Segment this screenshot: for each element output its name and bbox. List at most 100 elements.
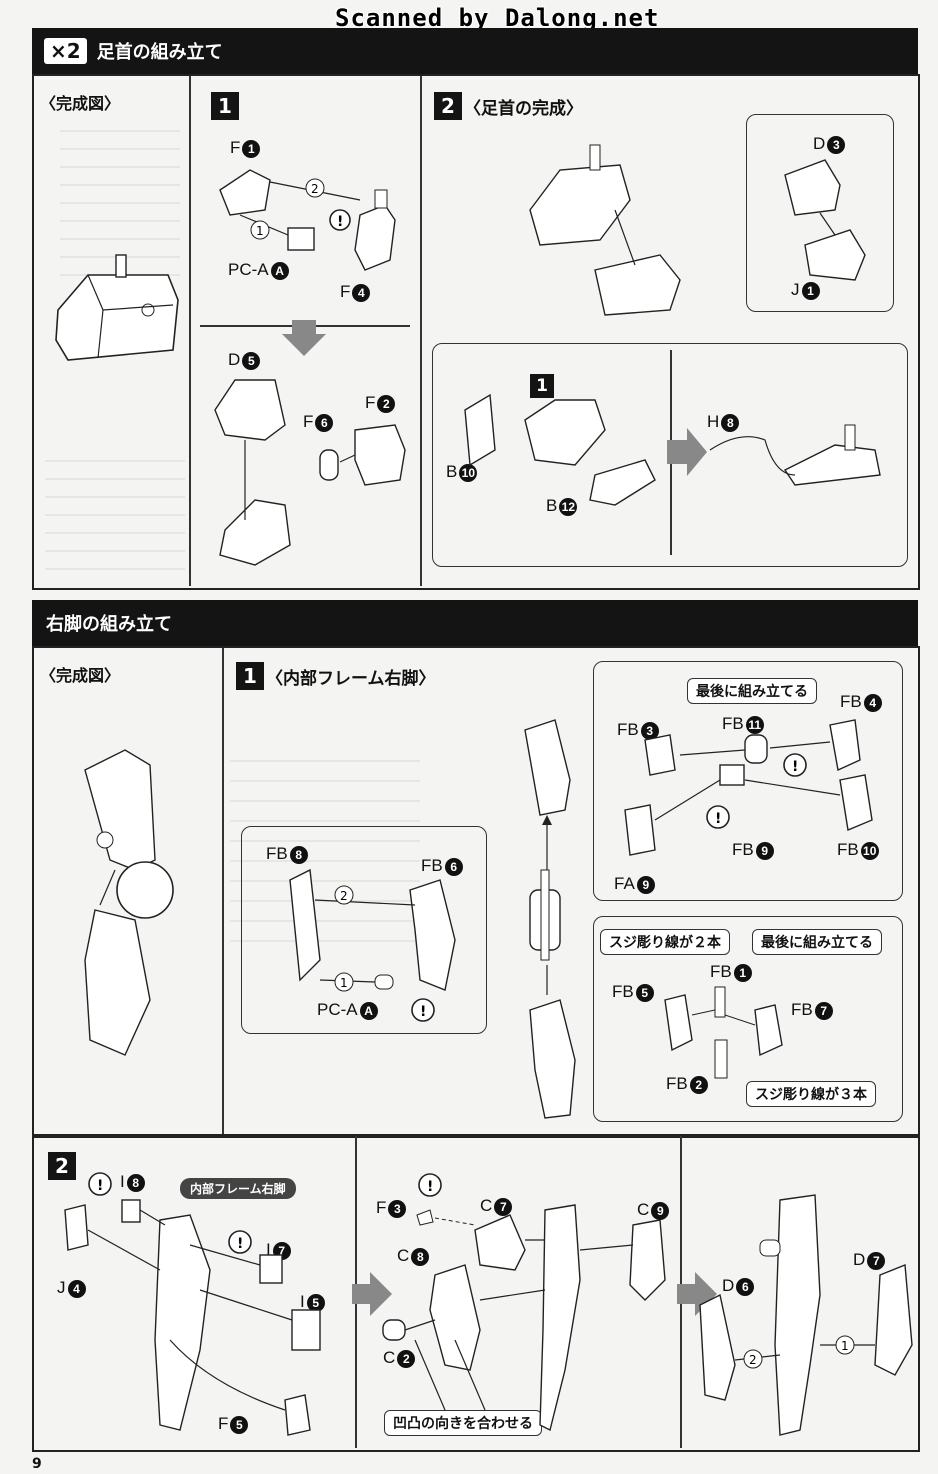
step2-frame-illustration: ! !	[64, 1172, 321, 1436]
inner-frame-tag: 内部フレーム右脚	[180, 1178, 296, 1199]
step-title: 〈足首の完成〉	[464, 99, 583, 119]
step2-cover-illustration: !	[382, 1173, 666, 1432]
complete-label: 〈完成図〉	[40, 666, 121, 685]
svg-text:!: !	[792, 759, 798, 775]
inset-hip-illustration	[664, 986, 783, 1079]
divider	[189, 76, 191, 586]
step2-final-illustration: 2 1	[699, 1194, 913, 1436]
complete-label: 〈完成図〉	[40, 94, 121, 113]
step-number: 2	[48, 1152, 76, 1180]
svg-text:2: 2	[311, 182, 319, 196]
section-title: 足首の組み立て	[96, 42, 223, 63]
inset-knee-parts	[593, 661, 903, 901]
callout-groove-two: スジ彫り線が２本	[600, 929, 730, 955]
svg-text:!: !	[420, 1004, 426, 1020]
step-number: 1	[530, 374, 554, 398]
section-right-leg-header: 右脚の組み立て	[32, 600, 918, 646]
inset-hip-parts	[593, 916, 903, 1122]
svg-text:1: 1	[256, 224, 264, 238]
divider	[420, 76, 422, 586]
inset-fb8-fb6-illustration: 2 1 !	[289, 868, 456, 1022]
callout-assemble-last: 最後に組み立てる	[752, 929, 882, 955]
step-number: 1	[211, 92, 239, 120]
inset-parts-d3-j1	[746, 114, 894, 312]
watermark: Scanned by Dalong.net	[335, 4, 660, 32]
right-arrow-icon	[677, 1272, 717, 1316]
step-number: 2	[434, 92, 462, 120]
inner-frame-column-illustration	[524, 719, 576, 1119]
ankle-complete-illustration	[55, 254, 179, 361]
svg-text:!: !	[337, 214, 343, 230]
svg-text:2: 2	[749, 1353, 757, 1367]
svg-text:2: 2	[340, 889, 348, 903]
bleed-through	[230, 760, 420, 960]
svg-text:1: 1	[841, 1339, 849, 1353]
inset-assembly-illustration	[464, 393, 881, 506]
inset-fb8-fb6	[241, 826, 487, 1034]
svg-text:!: !	[715, 811, 721, 827]
down-arrow-icon	[282, 320, 326, 356]
step-number: 1	[236, 662, 264, 690]
callout-groove-three: スジ彫り線が３本	[746, 1081, 876, 1107]
inset-assembly-panel	[432, 343, 908, 567]
page-number: 9	[32, 1456, 42, 1472]
svg-text:!: !	[97, 1178, 103, 1194]
svg-text:1: 1	[340, 976, 348, 990]
svg-text:!: !	[427, 1179, 433, 1195]
right-arrow-icon	[352, 1272, 392, 1316]
right-leg-panel	[32, 646, 920, 1138]
divider	[222, 648, 224, 1134]
ankle-step2-illustration	[529, 144, 681, 316]
step1-parts-illustration: 2 1 !	[219, 169, 396, 271]
callout-align-notch: 凹凸の向きを合わせる	[384, 1410, 542, 1436]
right-leg-step2-panel	[32, 1134, 920, 1452]
bleed-through	[45, 460, 185, 570]
section-title: 右脚の組み立て	[46, 614, 172, 635]
svg-text:!: !	[237, 1236, 243, 1252]
step-title: 〈内部フレーム右脚〉	[266, 669, 436, 689]
multiplier-badge: ×2	[44, 38, 87, 64]
inset-knee-illustration: ! !	[624, 719, 873, 856]
ankle-panel	[32, 74, 920, 590]
step1-subassembly-illustration	[214, 379, 406, 566]
right-leg-complete-illustration	[84, 749, 174, 1056]
inset-parts-illustration	[784, 159, 866, 281]
callout-assemble-last: 最後に組み立てる	[687, 678, 817, 704]
section-ankle-header: ×2 足首の組み立て	[32, 28, 918, 74]
